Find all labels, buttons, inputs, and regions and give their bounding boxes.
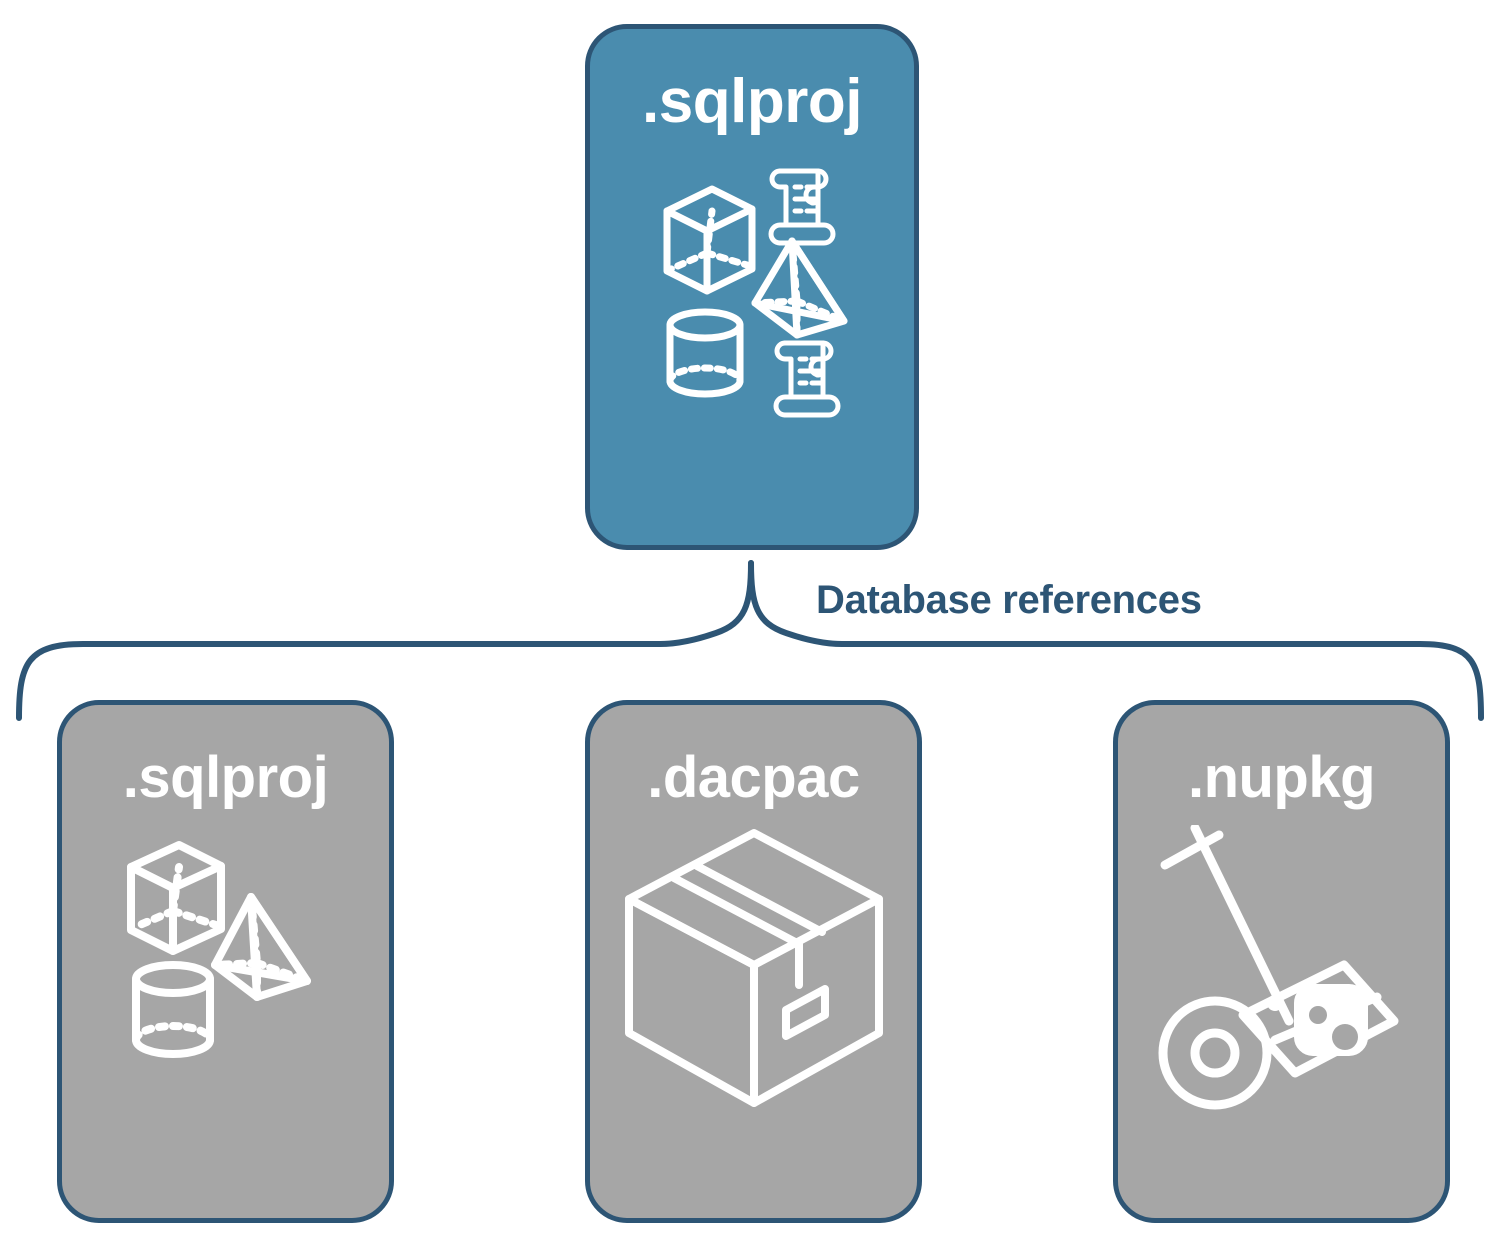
parent-icon-group bbox=[637, 153, 867, 423]
card-title-parent: .sqlproj bbox=[642, 67, 862, 136]
hand-truck-icon bbox=[1158, 825, 1398, 1110]
scroll-icon bbox=[773, 340, 841, 418]
cylinder-icon bbox=[666, 308, 744, 398]
cube-icon bbox=[126, 841, 225, 955]
card-child-dacpac[interactable]: .dacpac bbox=[585, 700, 922, 1223]
card-title-child-sqlproj: .sqlproj bbox=[122, 745, 329, 810]
package-box-icon bbox=[624, 829, 883, 1107]
nupkg-icon-group bbox=[1147, 825, 1417, 1115]
pyramid-icon bbox=[751, 237, 848, 339]
dacpac-icon-group bbox=[619, 825, 889, 1115]
cube-icon bbox=[663, 185, 756, 295]
card-child-sqlproj[interactable]: .sqlproj bbox=[57, 700, 394, 1223]
card-title-child-nupkg: .nupkg bbox=[1187, 745, 1376, 810]
brace-left-curve bbox=[657, 560, 754, 647]
scroll-icon bbox=[768, 168, 836, 246]
sqlproj-icon-group bbox=[111, 825, 341, 1075]
connector-label: Database references bbox=[816, 578, 1202, 622]
card-title-child-dacpac: .dacpac bbox=[647, 745, 860, 810]
card-parent-sqlproj[interactable]: .sqlproj bbox=[585, 24, 919, 550]
card-child-nupkg[interactable]: .nupkg bbox=[1113, 700, 1450, 1223]
pyramid-icon bbox=[210, 893, 311, 1001]
cylinder-icon bbox=[131, 961, 214, 1058]
